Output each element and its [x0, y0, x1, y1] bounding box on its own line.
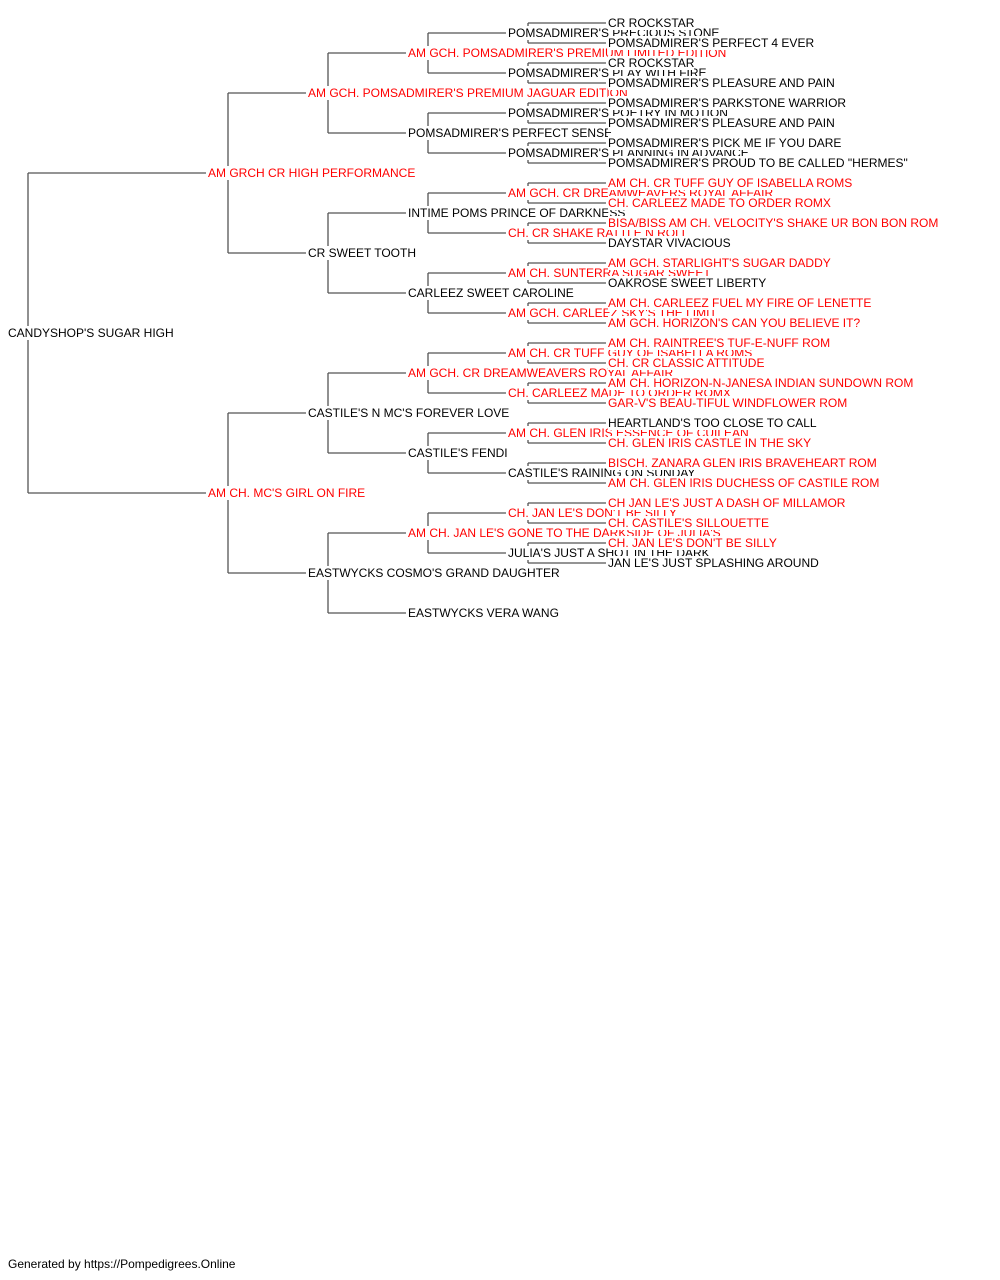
ancestor-name[interactable]: AM CH. RAINTREE'S TUF-E-NUFF ROM	[608, 336, 831, 350]
ancestor-name[interactable]: AM GCH. HORIZON'S CAN YOU BELIEVE IT?	[608, 316, 861, 330]
ancestor-name[interactable]: CASTILE'S FENDI	[408, 446, 508, 460]
ancestor-name[interactable]: CH JAN LE'S JUST A DASH OF MILLAMOR	[608, 496, 846, 510]
ancestor-name[interactable]: CASTILE'S N MC'S FOREVER LOVE	[308, 406, 510, 420]
ancestor-name[interactable]: POMSADMIRER'S PERFECT 4 EVER	[608, 36, 815, 50]
ancestor-name[interactable]: AM GCH. CR DREAMWEAVERS ROYAL AFFAIR	[408, 366, 674, 380]
ancestor-name[interactable]: CH. CASTILE'S SILLOUETTE	[608, 516, 769, 530]
ancestor-name[interactable]: AM CH. HORIZON-N-JANESA INDIAN SUNDOWN R…	[608, 376, 914, 390]
ancestor-name[interactable]: CR SWEET TOOTH	[308, 246, 417, 260]
ancestor-name[interactable]: POMSADMIRER'S PLEASURE AND PAIN	[608, 76, 835, 90]
ancestor-name[interactable]: POMSADMIRER'S PICK ME IF YOU DARE	[608, 136, 842, 150]
ancestor-name[interactable]: POMSADMIRER'S PROUD TO BE CALLED "HERMES…	[608, 156, 908, 170]
ancestor-name[interactable]: BISCH. ZANARA GLEN IRIS BRAVEHEART ROM	[608, 456, 877, 470]
ancestor-name[interactable]: JAN LE'S JUST SPLASHING AROUND	[608, 556, 819, 570]
ancestor-name[interactable]: AM CH. GLEN IRIS DUCHESS OF CASTILE ROM	[608, 476, 880, 490]
ancestor-name[interactable]: POMSADMIRER'S PERFECT SENSE	[408, 126, 613, 140]
ancestor-name[interactable]: GAR-V'S BEAU-TIFUL WINDFLOWER ROM	[608, 396, 848, 410]
ancestor-name[interactable]: CR ROCKSTAR	[608, 16, 695, 30]
generated-by-footer: Generated by https://Pompedigrees.Online	[8, 1257, 236, 1271]
ancestor-name[interactable]: INTIME POMS PRINCE OF DARKNESS	[408, 206, 626, 220]
ancestor-name[interactable]: CH. CARLEEZ MADE TO ORDER ROMX	[608, 196, 831, 210]
ancestor-name[interactable]: CH. GLEN IRIS CASTLE IN THE SKY	[608, 436, 812, 450]
ancestor-name[interactable]: AM CH. CR TUFF GUY OF ISABELLA ROMS	[608, 176, 853, 190]
ancestor-name[interactable]: AM CH. CARLEEZ FUEL MY FIRE OF LENETTE	[608, 296, 872, 310]
ancestor-name[interactable]: AM GCH. POMSADMIRER'S PREMIUM JAGUAR EDI…	[308, 86, 628, 100]
ancestor-name[interactable]: AM GRCH CR HIGH PERFORMANCE	[208, 166, 416, 180]
ancestor-name[interactable]: POMSADMIRER'S PARKSTONE WARRIOR	[608, 96, 847, 110]
ancestor-name[interactable]: AM CH. MC'S GIRL ON FIRE	[208, 486, 366, 500]
ancestor-name[interactable]: DAYSTAR VIVACIOUS	[608, 236, 731, 250]
ancestor-name[interactable]: CARLEEZ SWEET CAROLINE	[408, 286, 574, 300]
ancestor-name[interactable]: OAKROSE SWEET LIBERTY	[608, 276, 767, 290]
ancestor-name[interactable]: POMSADMIRER'S PLEASURE AND PAIN	[608, 116, 835, 130]
ancestor-name[interactable]: CH. JAN LE'S DON'T BE SILLY	[608, 536, 777, 550]
ancestor-name[interactable]: EASTWYCKS VERA WANG	[408, 606, 559, 620]
subject-dog-name[interactable]: CANDYSHOP'S SUGAR HIGH	[8, 326, 174, 340]
ancestor-name[interactable]: BISA/BISS AM CH. VELOCITY'S SHAKE UR BON…	[608, 216, 939, 230]
ancestor-name[interactable]: EASTWYCKS COSMO'S GRAND DAUGHTER	[308, 566, 560, 580]
ancestor-name[interactable]: CR ROCKSTAR	[608, 56, 695, 70]
ancestor-name[interactable]: HEARTLAND'S TOO CLOSE TO CALL	[608, 416, 817, 430]
ancestor-name[interactable]: CH. CR CLASSIC ATTITUDE	[608, 356, 765, 370]
ancestor-name[interactable]: AM GCH. STARLIGHT'S SUGAR DADDY	[608, 256, 831, 270]
